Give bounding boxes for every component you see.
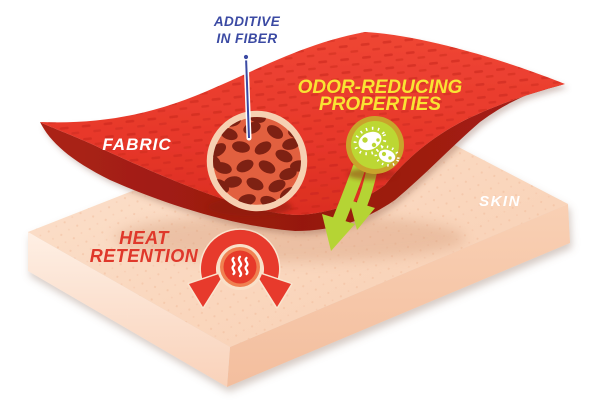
bacteria-germ-large — [353, 126, 387, 156]
fabric-weave-texture — [40, 32, 565, 215]
fabric-underside-edge — [40, 84, 565, 231]
additive-label-line1: ADDITIVE — [213, 14, 281, 29]
heat-arch-icon — [187, 228, 293, 309]
heat-retention-annotation: HEAT RETENTION — [90, 228, 293, 309]
green-arrow-short-head — [349, 200, 375, 230]
odor-label-line1: ODOR-REDUCING — [298, 77, 463, 98]
skin-label: SKIN — [479, 193, 521, 210]
green-arrow-long-head — [322, 214, 355, 251]
bacteria-germ-small — [374, 145, 400, 167]
heat-label-line2: RETENTION — [90, 246, 199, 266]
skin-front-face — [28, 232, 230, 387]
fiber-closeup-icon — [206, 110, 308, 216]
flame-icon — [231, 255, 249, 278]
callout-pointer-line — [242, 53, 252, 141]
additive-callout: ADDITIVE IN FIBER — [211, 12, 282, 141]
heat-label-line1: HEAT — [119, 228, 170, 248]
additive-label-line2: IN FIBER — [217, 31, 278, 46]
fabric-layer — [40, 32, 565, 231]
skin-side-face — [227, 204, 570, 387]
callout-pointer-dot — [242, 53, 250, 61]
odor-label-line2: PROPERTIES — [319, 94, 441, 115]
flame-badge — [217, 244, 263, 290]
heat-arch-right-arrowhead — [253, 270, 293, 309]
fabric-cast-shadow — [115, 214, 465, 262]
bacteria-icon — [346, 116, 404, 180]
fabric-label: FABRIC — [102, 135, 171, 154]
heat-arch-left-arrowhead — [187, 270, 227, 309]
